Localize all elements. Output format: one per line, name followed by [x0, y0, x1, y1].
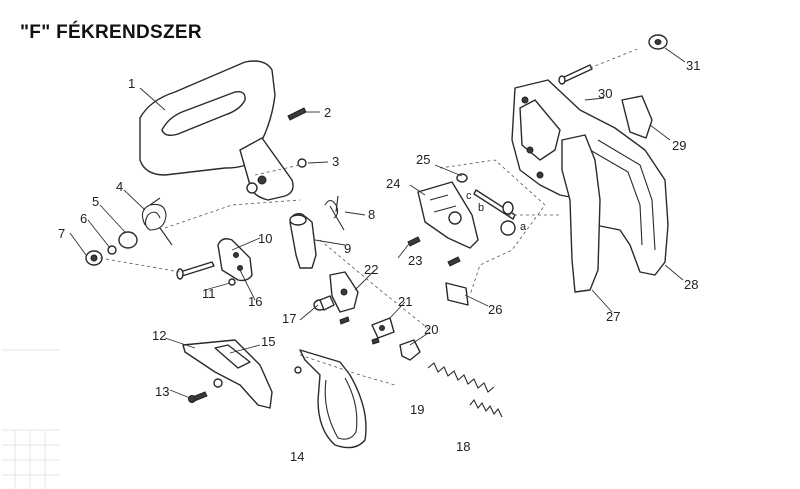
part-22-lever [329, 271, 359, 313]
letter-c: c [466, 190, 472, 202]
part-16-bushing [313, 295, 335, 311]
part-1-hand-guard [139, 60, 294, 201]
callout-16: 16 [248, 294, 262, 309]
leader-lines [69, 47, 686, 399]
assembly-dashed-lines [99, 47, 641, 386]
callout-31: 31 [686, 58, 700, 73]
part-8-torsion-spring [324, 195, 345, 231]
callout-4: 4 [116, 179, 123, 194]
callout-30: 30 [598, 86, 612, 101]
part-21-link [371, 317, 395, 345]
callout-1: 1 [128, 76, 135, 91]
callout-23: 23 [408, 253, 422, 268]
callout-6: 6 [80, 211, 87, 226]
part-20-block [399, 339, 421, 361]
callout-13: 13 [155, 384, 169, 399]
part-9-lever [289, 212, 317, 269]
callout-21: 21 [398, 294, 412, 309]
part-3-ring [297, 158, 307, 168]
callout-14: 14 [290, 449, 304, 464]
part-4-spring [141, 197, 173, 246]
callout-15: 15 [261, 334, 275, 349]
part-small-fittings [500, 201, 516, 236]
callout-19: 19 [410, 402, 424, 417]
callout-17: 17 [282, 311, 296, 326]
callout-numbers: 1 2 3 4 5 6 7 8 9 10 11 12 13 14 15 16 1… [58, 58, 700, 464]
letter-b: b [478, 202, 484, 214]
part-18-spring [469, 398, 503, 418]
callout-22: 22 [364, 262, 378, 277]
diagram-title: "F" FÉKRENDSZER [20, 22, 202, 43]
part-17-pin [339, 316, 350, 325]
part-5-washer [118, 231, 138, 249]
callout-8: 8 [368, 207, 375, 222]
faint-grid [2, 349, 60, 489]
part-27-brake-lever [561, 134, 601, 293]
part-23-screw [407, 236, 461, 267]
part-2-pin [287, 107, 307, 121]
callout-20: 20 [424, 322, 438, 337]
part-10-bracket [217, 238, 253, 282]
part-19-spring [427, 362, 495, 393]
callout-27: 27 [606, 309, 620, 324]
part-31-bolt [558, 34, 668, 85]
callout-11: 11 [202, 286, 216, 301]
part-13-screw [188, 391, 208, 403]
part-12-cover [182, 339, 273, 409]
callout-10: 10 [258, 231, 272, 246]
letter-a: a [520, 221, 527, 233]
part-24-plate [417, 181, 479, 249]
callout-12: 12 [152, 328, 166, 343]
part-7-nut [85, 250, 103, 266]
part-26-block [445, 282, 469, 306]
callout-5: 5 [92, 194, 99, 209]
callout-18: 18 [456, 439, 470, 454]
callout-9: 9 [344, 241, 351, 256]
callout-26: 26 [488, 302, 502, 317]
part-15-pin [213, 378, 223, 388]
callout-24: 24 [386, 176, 400, 191]
part-14-brake-band [294, 349, 367, 449]
callout-3: 3 [332, 154, 339, 169]
callout-29: 29 [672, 138, 686, 153]
callout-7: 7 [58, 226, 65, 241]
sub-letter-labels: a b c [466, 190, 527, 233]
callout-28: 28 [684, 277, 698, 292]
callout-2: 2 [324, 105, 331, 120]
part-29-block [621, 95, 653, 139]
callout-25: 25 [416, 152, 430, 167]
